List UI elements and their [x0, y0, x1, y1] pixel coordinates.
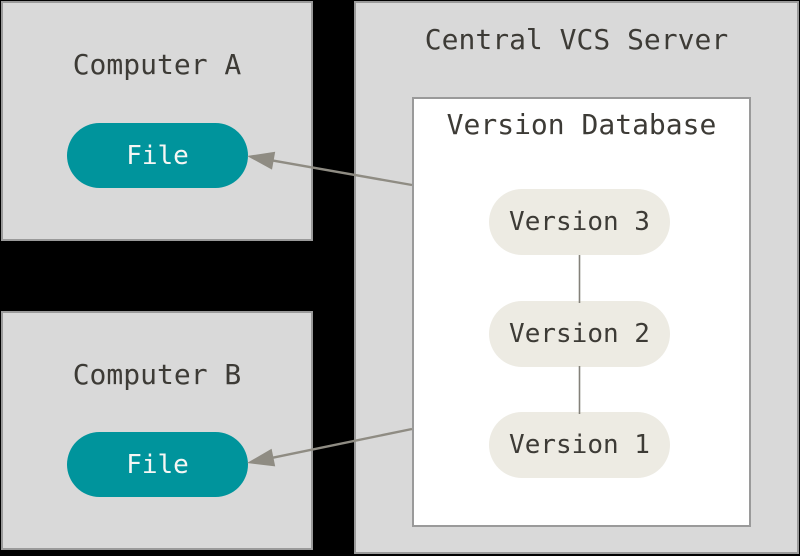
computer-b-title: Computer B	[72, 358, 242, 391]
computer-b-file-label: File	[126, 449, 189, 480]
version-database-title: Version Database	[446, 108, 717, 141]
version-1-label: Version 1	[509, 430, 650, 460]
version-1-node: Version 1	[489, 412, 670, 478]
version-2-node: Version 2	[489, 301, 670, 367]
version-2-label: Version 2	[509, 319, 650, 349]
version-3-node: Version 3	[489, 189, 670, 255]
version-database-panel: Version Database Version 3 Version 2 Ver…	[412, 97, 751, 527]
computer-b-file-node: File	[67, 432, 248, 497]
computer-a-title: Computer A	[72, 48, 242, 81]
central-vcs-server-title: Central VCS Server	[424, 23, 729, 56]
computer-a-file-node: File	[67, 123, 248, 188]
computer-b-box: Computer B File	[1, 311, 313, 550]
computer-a-file-label: File	[126, 140, 189, 171]
computer-a-box: Computer A File	[1, 1, 313, 241]
version-3-label: Version 3	[509, 207, 650, 237]
central-vcs-server-box: Central VCS Server Version Database Vers…	[354, 1, 799, 554]
